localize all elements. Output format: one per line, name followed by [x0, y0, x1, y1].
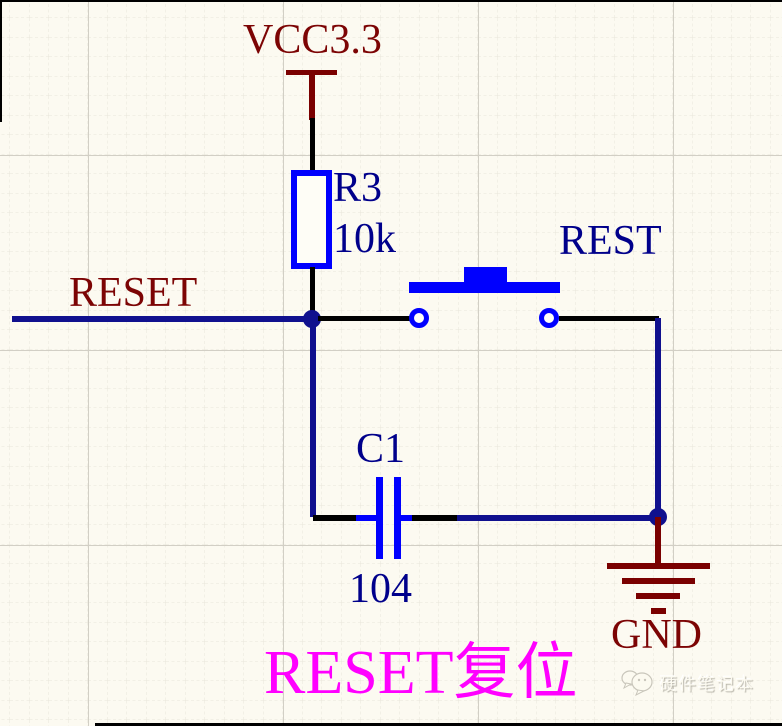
- button-net-label: REST: [559, 218, 662, 264]
- ground-label: GND: [611, 612, 702, 658]
- wire-button-to-corner: [559, 316, 659, 321]
- capacitor-plate-right: [394, 477, 401, 559]
- wire-corner-to-capacitor: [313, 515, 359, 521]
- resistor-designator: R3: [333, 165, 383, 211]
- reset-net-label: RESET: [69, 270, 198, 316]
- wire-junction-to-capacitor: [310, 319, 316, 517]
- capacitor-lead-left: [356, 515, 377, 521]
- resistor-body: [291, 170, 332, 269]
- wire-reset-net: [12, 316, 313, 322]
- ground-stem: [655, 517, 661, 566]
- chat-bubbles-icon: [621, 670, 653, 696]
- top-border: [0, 0, 782, 2]
- ground-bar-1: [607, 563, 710, 569]
- wire-resistor-to-junction: [310, 267, 315, 319]
- button-terminal-right: [539, 308, 559, 328]
- button-actuator-bar: [409, 282, 560, 293]
- wire-capacitor-black-segment: [412, 515, 458, 521]
- vcc-power-bar: [286, 70, 337, 75]
- capacitor-lead-right: [400, 515, 413, 521]
- vcc-power-stem: [309, 74, 315, 120]
- page-title: RESET复位: [264, 639, 578, 707]
- ground-bar-3: [636, 593, 680, 599]
- wire-vcc-to-resistor: [310, 118, 315, 173]
- capacitor-designator: C1: [356, 426, 406, 472]
- left-border: [0, 0, 2, 122]
- bottom-border: [95, 723, 782, 726]
- wire-right-vertical: [655, 318, 661, 518]
- capacitor-plate-left: [376, 477, 383, 559]
- watermark-text: 硬件笔记本: [660, 674, 755, 695]
- button-cap: [464, 267, 507, 283]
- capacitor-value: 104: [349, 566, 412, 612]
- wire-junction-to-button: [318, 316, 410, 321]
- wire-capacitor-to-ground-junction: [457, 515, 651, 521]
- ground-bar-4: [651, 608, 666, 614]
- resistor-value: 10k: [333, 216, 396, 262]
- vcc-net-label: VCC3.3: [243, 17, 382, 63]
- ground-bar-2: [622, 578, 695, 584]
- watermark: 硬件笔记本: [620, 668, 755, 696]
- button-terminal-left: [409, 308, 429, 328]
